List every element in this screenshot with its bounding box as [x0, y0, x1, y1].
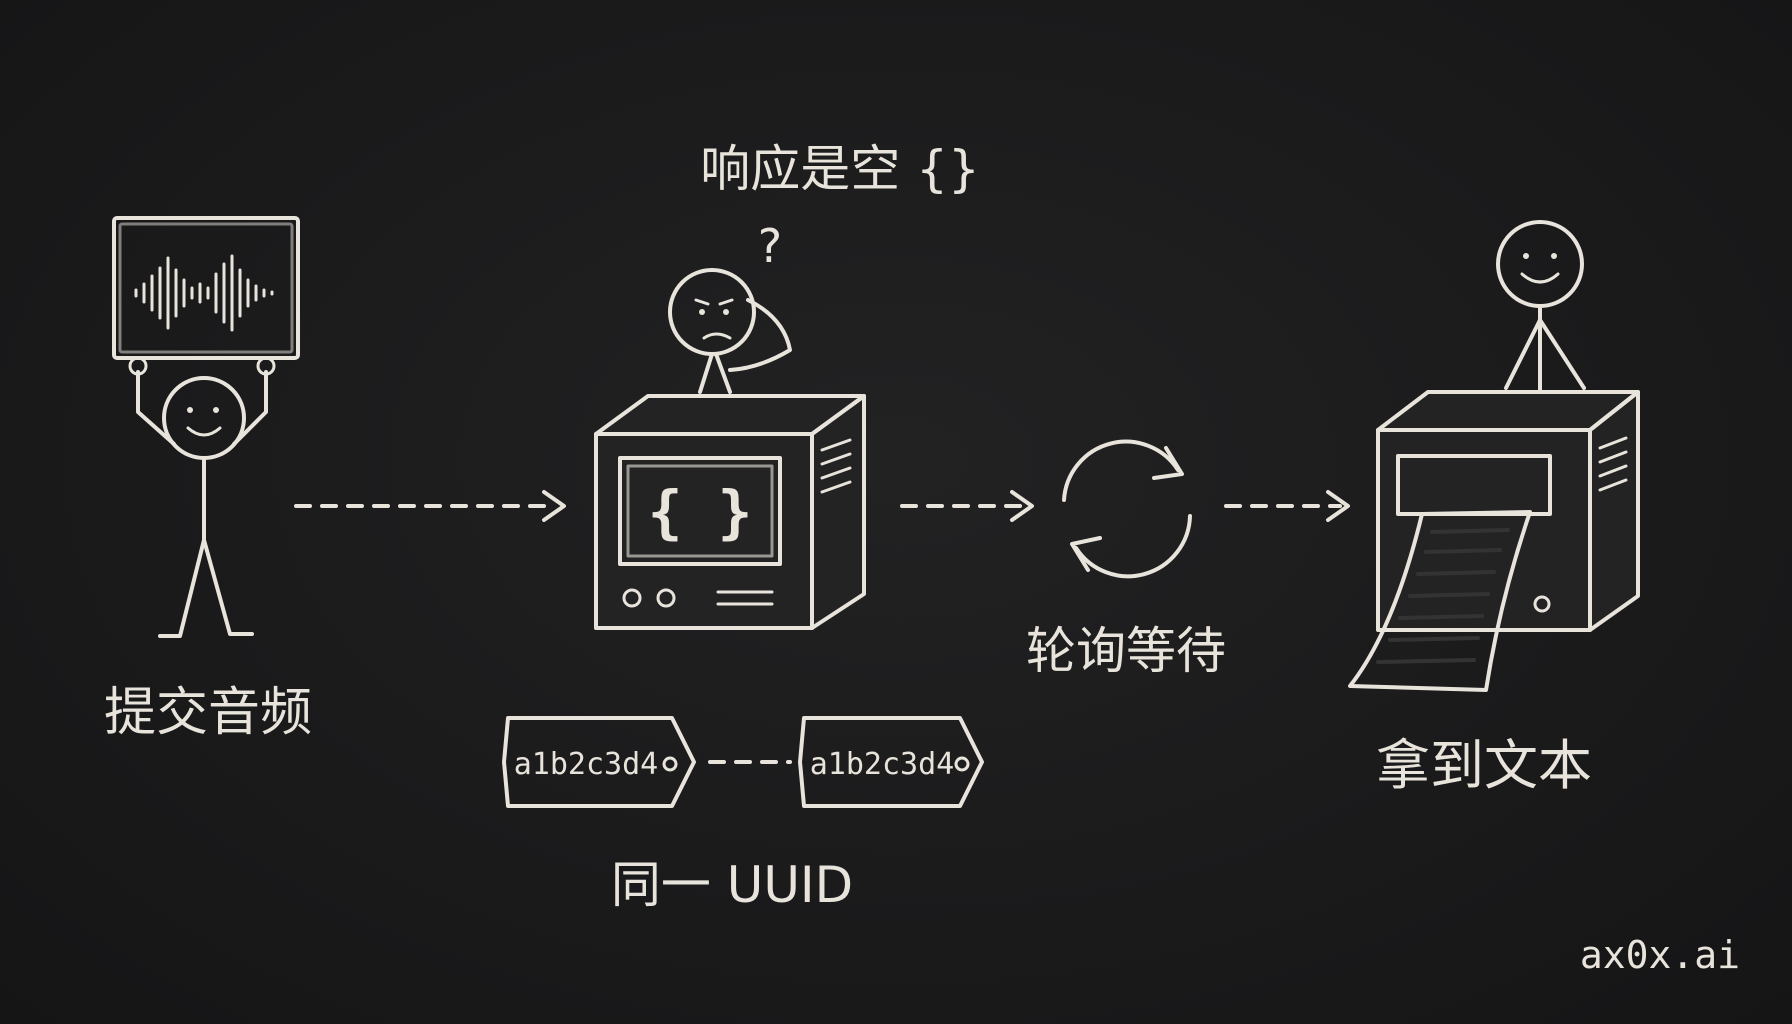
audio-sign-icon: [112, 216, 300, 360]
get-text-label: 拿到文本: [1376, 734, 1592, 797]
server-box-icon: [594, 394, 866, 630]
stick-figure-confused: [668, 268, 792, 394]
uuid-left-label: a1b2c3d4: [514, 747, 659, 782]
braces-label: { }: [648, 478, 753, 546]
arrow-3: [1224, 490, 1350, 522]
polling-wait-label: 轮询等待: [1026, 622, 1226, 680]
question-mark: ?: [758, 219, 782, 273]
audio-waveform-icon: [134, 254, 274, 332]
watermark: ax0x.ai: [1580, 933, 1740, 977]
submit-audio-label: 提交音频: [104, 683, 312, 743]
stick-figure-happy: [1496, 220, 1586, 394]
stick-figure-left: [128, 356, 276, 638]
uuid-right-label: a1b2c3d4: [810, 747, 955, 782]
uuid-tag-right: [798, 716, 984, 808]
same-uuid-label: 同一 UUID: [611, 856, 853, 914]
arrow-1: [294, 490, 566, 522]
printer-icon: [1348, 390, 1640, 692]
arrow-2: [900, 490, 1034, 522]
refresh-cycle-icon: [1062, 439, 1192, 579]
uuid-tag-left: [502, 716, 696, 808]
response-empty-label: 响应是空 {}: [700, 140, 980, 198]
